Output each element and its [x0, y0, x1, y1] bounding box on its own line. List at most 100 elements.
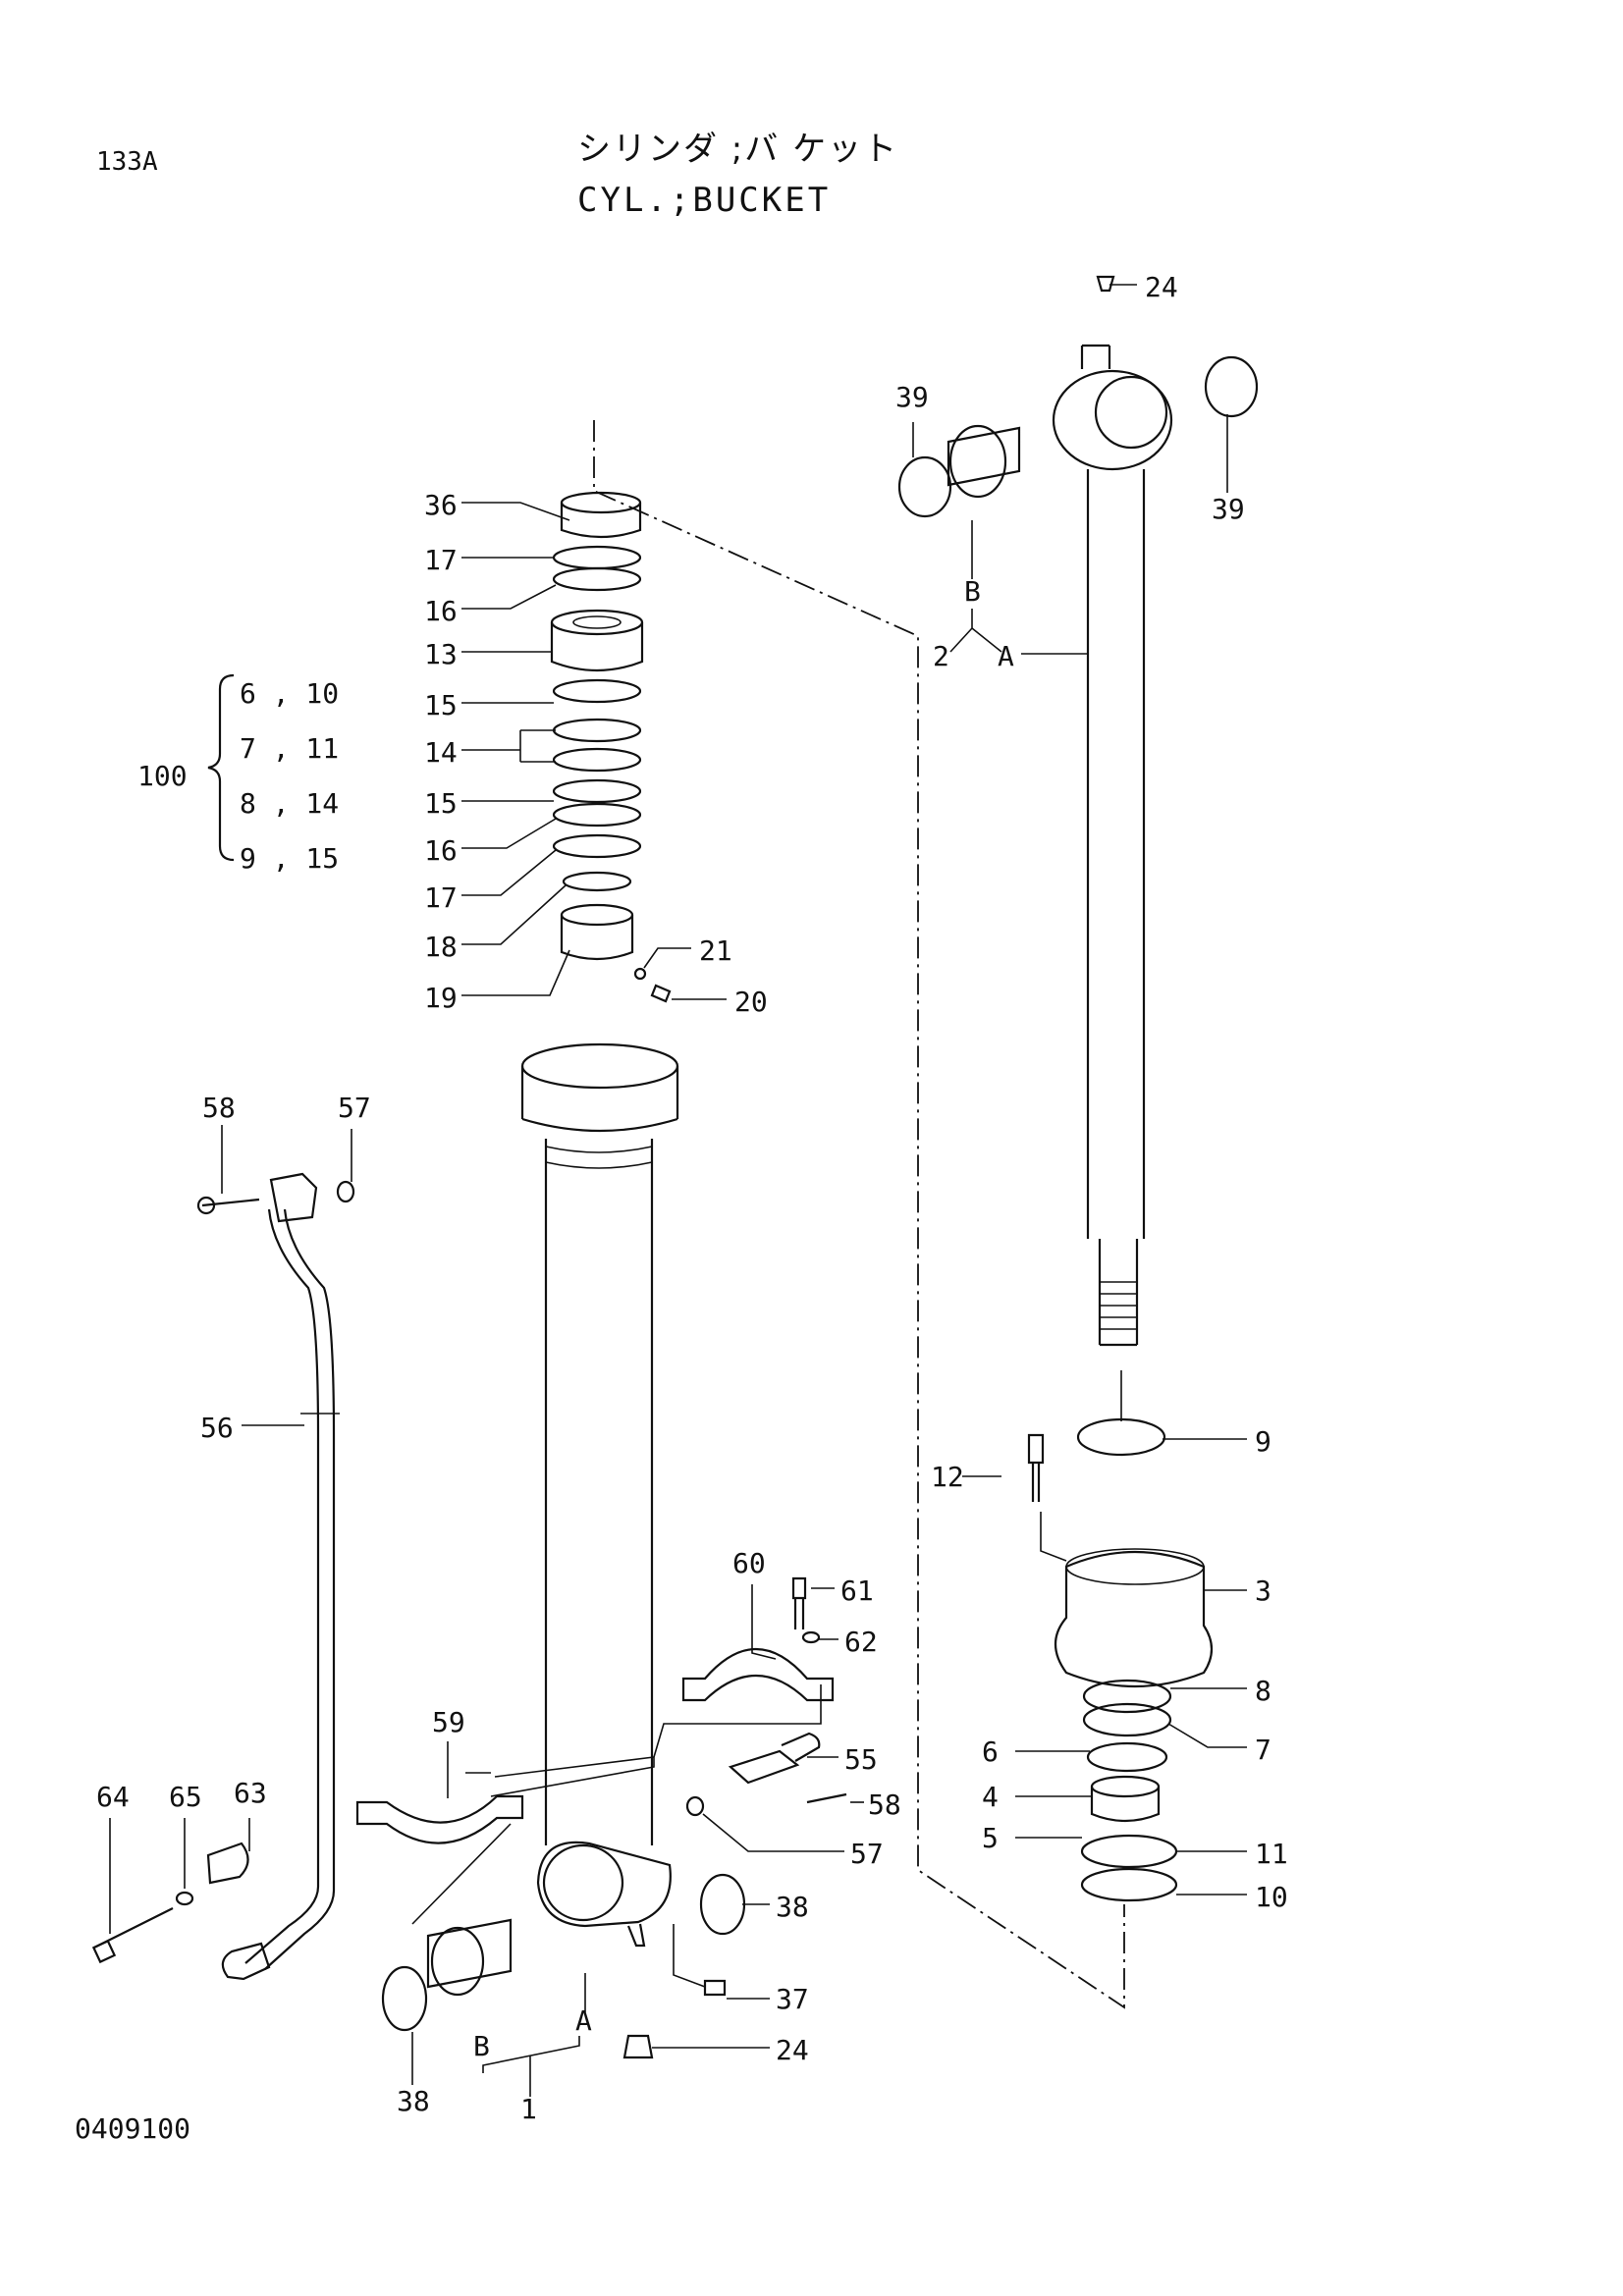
leader-60-to-tube [653, 1684, 822, 1758]
callout-4: 4 [982, 1781, 999, 1813]
callout-58-top: 58 [202, 1092, 236, 1124]
callout-36: 36 [424, 489, 458, 521]
callout-17-upper: 17 [424, 544, 458, 576]
leader-16b [461, 818, 557, 849]
leader-7 [1167, 1723, 1247, 1748]
page-code: 133A [96, 147, 158, 177]
cylinder-tube [381, 1042, 746, 2059]
callout-12: 12 [931, 1461, 964, 1493]
part-13-top [550, 609, 644, 636]
part-19-top [560, 903, 634, 927]
callout-B-bottom: B [473, 2030, 490, 2062]
part-36-top [560, 491, 642, 514]
leader-19 [461, 949, 570, 996]
part-38-seal-left [381, 1965, 428, 2032]
part-19-nut [560, 915, 634, 961]
rod-eye-bore [1094, 375, 1168, 450]
kit-row-4: 9 , 15 [240, 842, 339, 875]
leader-37 [673, 1924, 770, 2000]
part-60-clamp [681, 1647, 835, 1702]
callout-A-bottom: A [575, 2004, 592, 2037]
kit-row-3: 8 , 14 [240, 787, 339, 820]
callout-38-right: 38 [776, 1891, 809, 1923]
rod-eye [1052, 369, 1173, 471]
callout-6: 6 [982, 1735, 999, 1768]
part-61-bolt [791, 1576, 807, 1629]
callout-38-left: 38 [397, 2085, 430, 2117]
grease-fitting-top [1096, 275, 1115, 293]
part-18-washer [562, 871, 632, 892]
leader-63-to-59 [411, 1823, 512, 1925]
rod-grease-boss [1080, 344, 1111, 369]
part-3-bore [1065, 1548, 1205, 1585]
piping [196, 1172, 847, 1981]
part-4-top [1090, 1775, 1161, 1798]
callout-39-right: 39 [1212, 493, 1245, 525]
callout-9: 9 [1255, 1425, 1271, 1458]
callout-8: 8 [1255, 1675, 1271, 1707]
part-17-ring-lower [552, 833, 642, 859]
tube-body [544, 1139, 654, 1845]
part-6-ring [1086, 1741, 1168, 1773]
callout-5: 5 [982, 1822, 999, 1854]
part-36-bushing [560, 503, 642, 539]
part-58-bolt-top [201, 1198, 260, 1207]
leader-17b [461, 849, 557, 896]
kit-row-1: 6 , 10 [240, 677, 339, 710]
callout-24-top: 24 [1145, 271, 1178, 303]
callout-A-top: A [998, 640, 1014, 672]
leader-14 [461, 729, 556, 763]
rod-thread-lines [1100, 1281, 1137, 1330]
tube-bushing [426, 1918, 513, 1989]
title-japanese: シリンダ ;バ ケット [577, 130, 899, 169]
callout-18: 18 [424, 931, 458, 963]
part-59-clamp [355, 1794, 524, 1844]
part-62-washer [801, 1630, 821, 1644]
part-39-seal-left [897, 455, 952, 518]
tube-flange-top [520, 1042, 679, 1090]
kit-list: 100 6 , 10 7 , 11 8 , 14 9 , 15 [137, 673, 339, 875]
part-14-ring-a [552, 718, 642, 743]
leader-16a [461, 584, 557, 610]
callout-37: 37 [776, 1983, 809, 2015]
part-16-ring-lower [552, 802, 642, 828]
part-58-bolt-head [196, 1196, 216, 1215]
callout-19: 19 [424, 982, 458, 1014]
callout-14: 14 [424, 736, 458, 769]
tube-grease-boss [626, 1923, 646, 1948]
callout-1: 1 [520, 2093, 537, 2125]
callout-7: 7 [1255, 1734, 1271, 1766]
part-17-ring-upper [552, 545, 642, 570]
callout-60: 60 [732, 1547, 766, 1579]
piston-stack [550, 491, 672, 1003]
part-57-oring-bottom [685, 1795, 705, 1817]
callout-20: 20 [734, 986, 768, 1018]
callout-39-left: 39 [895, 381, 929, 413]
tube-bottom-bore [542, 1843, 624, 1922]
leader-57-bottom [702, 1813, 844, 1852]
part-64-bolt-head [91, 1939, 117, 1964]
callout-65: 65 [169, 1781, 202, 1813]
leader-12-to-3 [1040, 1512, 1067, 1562]
rod-bushing-face [948, 424, 1007, 499]
title-english: CYL.;BUCKET [577, 181, 832, 220]
grease-fitting-bottom [622, 2034, 654, 2059]
callout-16-lower: 16 [424, 834, 458, 867]
kit-row-2: 7 , 11 [240, 732, 339, 765]
part-55-pipe-flange [728, 1749, 800, 1785]
part-12-bolt [1027, 1433, 1045, 1502]
callout-15-upper: 15 [424, 689, 458, 721]
tube-bushing-face [430, 1926, 485, 1997]
part-58-bolt-bottom [806, 1792, 847, 1804]
part-10-ring [1080, 1867, 1178, 1902]
callout-17-lower: 17 [424, 881, 458, 914]
part-63-clamp [206, 1842, 249, 1885]
callout-64: 64 [96, 1781, 130, 1813]
callout-55: 55 [844, 1743, 878, 1776]
tube-flange [520, 1066, 679, 1133]
part-7-ring [1082, 1702, 1172, 1737]
callout-57-bottom: 57 [850, 1838, 884, 1870]
part-56-pipe-outer [264, 1208, 336, 1970]
part-39-seal-right [1204, 355, 1259, 418]
